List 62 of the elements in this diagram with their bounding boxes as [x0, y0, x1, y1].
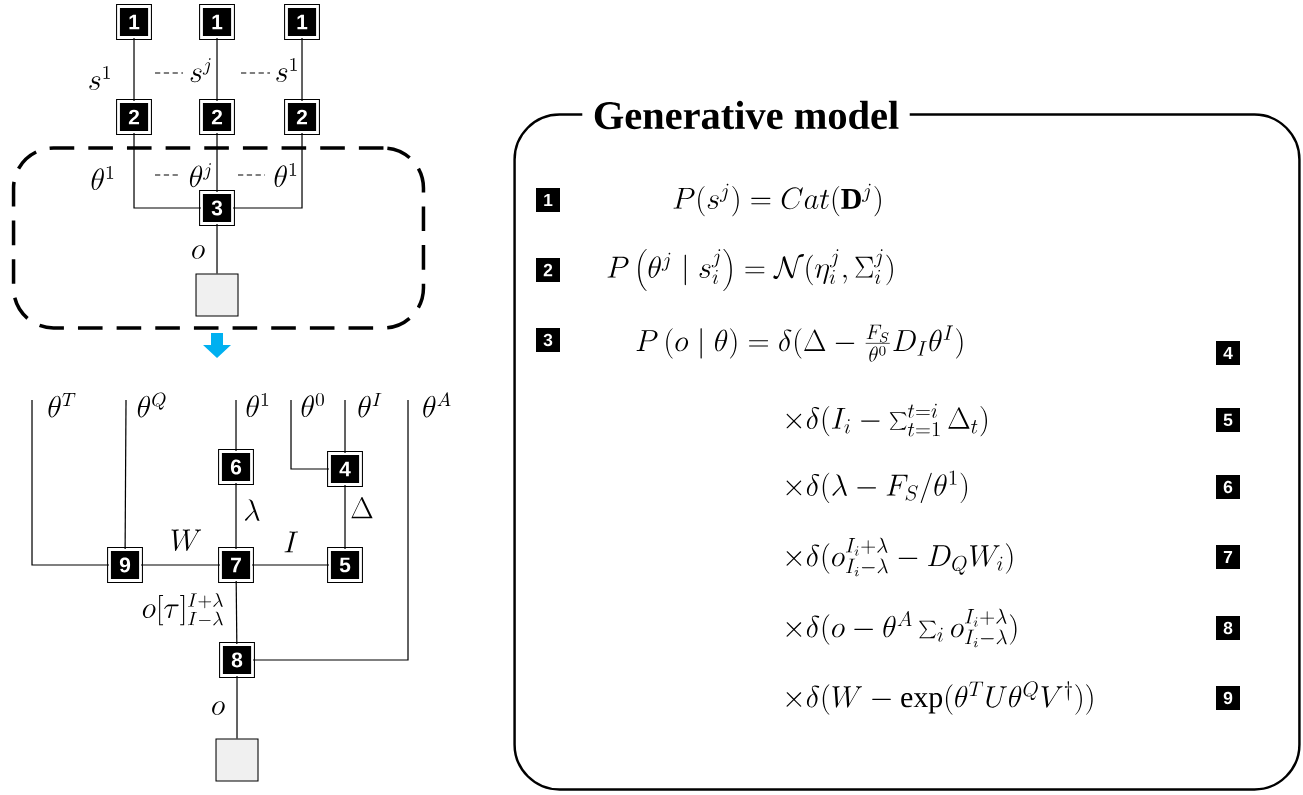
factor-box: 2 [116, 99, 152, 135]
edge-label: $s^{j}$ [187, 56, 215, 84]
edge-label: $\lambda$ [241, 497, 263, 523]
connector [344, 399, 346, 454]
connector [133, 37, 135, 102]
edge-label: $\theta^{0}$ [298, 391, 328, 419]
equation: $\times\delta(o - \theta^{A} \sum_i o_{I_i-\lambda}^{I_i+\lambda})$ [786, 608, 1017, 648]
edge-label: $\Delta$ [348, 495, 376, 521]
factor-box: 1 [199, 4, 235, 40]
factor-box: 5 [327, 547, 363, 583]
connector [133, 132, 202, 209]
factor-box: 6 [218, 449, 254, 485]
connector [235, 482, 237, 550]
factor-box: 8 [219, 642, 255, 678]
connector [251, 564, 330, 566]
observation-box [195, 273, 239, 317]
edge-label: $I$ [281, 529, 301, 555]
edge-label: $s^{1}$ [86, 64, 114, 92]
edge-label: $s^{1}$ [273, 56, 301, 84]
factor-box: 7 [218, 547, 254, 583]
connector [140, 564, 221, 566]
edge-label: $\theta^{1}$ [88, 164, 118, 192]
equation: $\times\delta(\lambda - F_S / \theta^{1})$ [786, 470, 968, 504]
connector [216, 132, 218, 193]
equation: $\times\delta(o_{I_i-\lambda}^{I_i+\lambda} - D_Q W_i)$ [786, 537, 1013, 577]
factor-box: 3 [199, 190, 235, 226]
connector [301, 37, 303, 102]
connector [252, 399, 409, 661]
edge-label: $\theta^{A}$ [420, 391, 454, 419]
connector [236, 675, 238, 740]
edge-label: $W$ [168, 527, 204, 553]
connector [216, 223, 218, 275]
equation: $P(s^{j}) = Cat(\mathbf{D}^{j})$ [673, 183, 881, 217]
equation: $\times\delta(I_i - \sum_{t=1}^{t=i} \Delta_t)$ [786, 403, 987, 437]
equation: $P\left(\theta^{j} \mid s_{i}^{j}\right) = \mathcal{N}(\eta_{i}^{j},\Sigma_{i}^{j})$ [607, 248, 893, 292]
observation-box [215, 738, 259, 782]
connector [290, 399, 330, 470]
connector [235, 399, 237, 452]
connector [216, 37, 218, 102]
factor-box: 4 [327, 451, 363, 487]
factor-box: 9 [107, 547, 143, 583]
edge-label: $o$ [189, 243, 207, 261]
edge-label: $\theta^{Q}$ [134, 391, 170, 419]
factor-box: 2 [284, 99, 320, 135]
edge-label: $\theta^{1}$ [271, 161, 301, 189]
equation: $P\left(o \mid \theta\right) = \delta(\Delta - \frac{F_S}{\theta^{0}} D_I \theta^{I})$ [636, 324, 963, 362]
factor-box: 2 [199, 99, 235, 135]
edge-label: $\theta^{T}$ [45, 391, 79, 419]
connector [124, 399, 127, 550]
connector [235, 580, 238, 645]
edge-label: $o$ [209, 699, 227, 717]
connector [344, 484, 346, 550]
edge-label: $\theta^{j}$ [186, 161, 216, 189]
edge-label: $\theta^{1}$ [243, 391, 273, 419]
dashed-region [11, 146, 426, 330]
edge-label: $o[\tau]_{I-\lambda}^{I+\lambda}$ [139, 591, 227, 629]
edge-label: $\theta^{I}$ [355, 391, 385, 419]
factor-box: 1 [116, 4, 152, 40]
equation: $\times\delta(W - \exp(\theta^{T} U \theta^{Q} V^{\dagger}))$ [786, 681, 1093, 715]
factor-box: 1 [284, 4, 320, 40]
connector [232, 132, 303, 209]
connector [31, 399, 110, 566]
